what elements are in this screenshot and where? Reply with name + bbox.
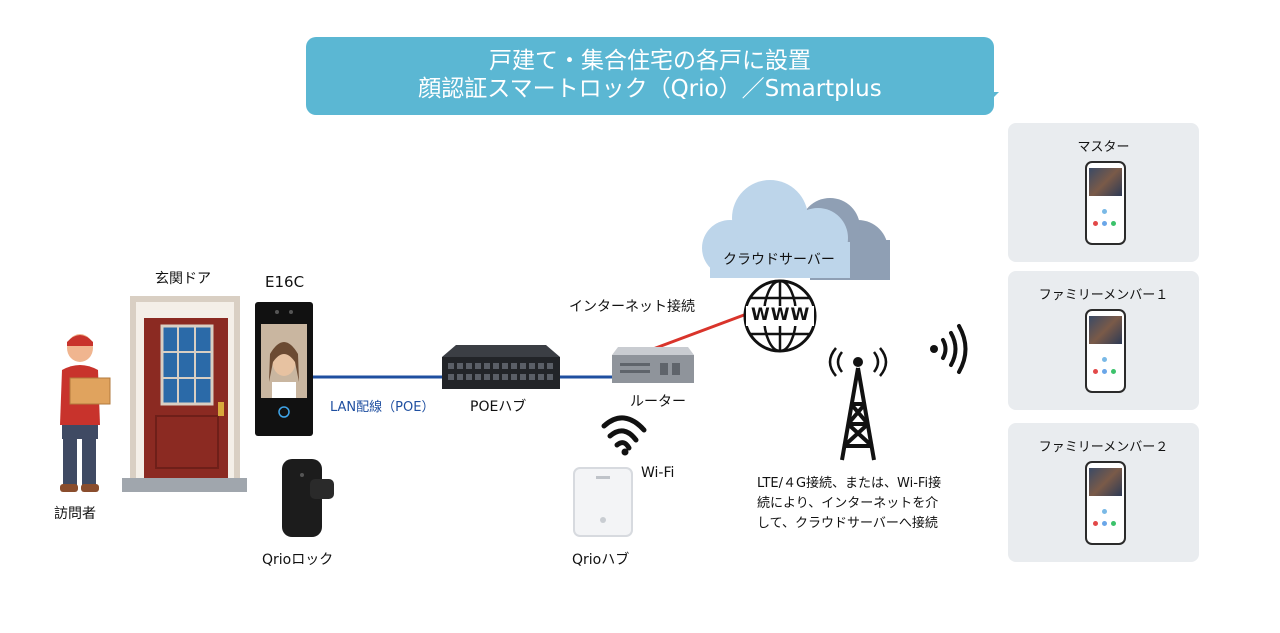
lock-label: Qrioロック <box>262 552 334 568</box>
cell-tower-icon <box>828 347 888 461</box>
wifi-icon <box>601 415 647 456</box>
cloud-server-icon <box>702 180 890 280</box>
poe-hub-icon <box>442 345 560 389</box>
smartphone-icon <box>1085 161 1126 245</box>
note-line-2: 続により、インターネットを介 <box>757 496 939 511</box>
qrio-hub-label: Qrioハブ <box>572 552 630 568</box>
panel-title: マスター <box>1077 140 1130 155</box>
delivery-person-icon <box>60 334 111 492</box>
internet-label: インターネット接続 <box>569 299 695 315</box>
signal-waves-icon <box>930 324 968 374</box>
cloud-label: クラウドサーバー <box>723 252 835 268</box>
face-recognition-terminal-icon <box>255 302 313 436</box>
lan-label: LAN配線（POE） <box>330 400 435 415</box>
device-label: E16C <box>265 273 305 291</box>
internet-cable <box>644 310 753 354</box>
qrio-lock-icon <box>282 459 334 537</box>
visitor-label: 訪問者 <box>54 506 96 522</box>
smartphone-icon <box>1085 309 1126 393</box>
note-line-1: LTE/４G接続、または、Wi-Fi接 <box>757 476 942 491</box>
title-banner: 戸建て・集合住宅の各戸に設置 顔認証スマートロック（Qrio）／Smartplu… <box>306 37 994 115</box>
panel-title: ファミリーメンバー２ <box>1038 440 1169 455</box>
panel-family-member-2: ファミリーメンバー２ <box>1008 423 1199 562</box>
router-icon <box>612 347 694 383</box>
www-label: WWW <box>751 305 811 325</box>
front-door-icon <box>122 296 247 492</box>
panel-title: ファミリーメンバー１ <box>1038 288 1169 303</box>
banner-tail <box>985 92 999 106</box>
banner-line-1: 戸建て・集合住宅の各戸に設置 <box>489 48 811 74</box>
qrio-hub-icon <box>573 467 633 537</box>
door-label: 玄関ドア <box>155 271 211 287</box>
connection-note: LTE/４G接続、または、Wi-Fi接 続により、インターネットを介 して、クラ… <box>757 474 997 534</box>
poe-hub-label: POEハブ <box>470 399 527 415</box>
globe-icon <box>743 279 817 353</box>
note-line-3: して、クラウドサーバーへ接続 <box>757 516 938 531</box>
router-label: ルーター <box>630 394 686 410</box>
wifi-label: Wi-Fi <box>641 465 675 481</box>
panel-family-member-1: ファミリーメンバー１ <box>1008 271 1199 410</box>
panel-master: マスター <box>1008 123 1199 262</box>
smartphone-icon <box>1085 461 1126 545</box>
banner-line-2: 顔認証スマートロック（Qrio）／Smartplus <box>418 76 882 102</box>
